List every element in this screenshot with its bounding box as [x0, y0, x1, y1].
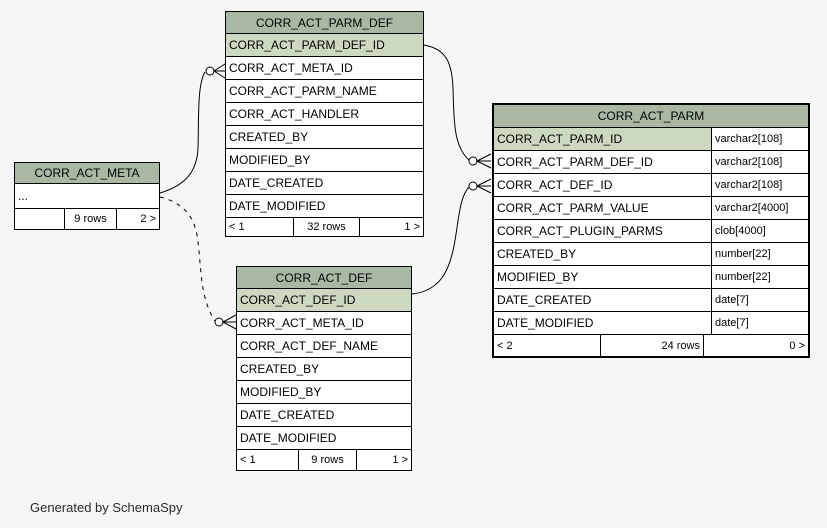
table-row: DATE_CREATED date[7]	[494, 289, 808, 312]
crowfoot-icon	[222, 314, 237, 330]
column-name: CORR_ACT_PARM_VALUE	[497, 201, 649, 215]
child-count: 1 >	[356, 450, 411, 470]
table-header-corr-act-parm[interactable]: CORR_ACT_PARM	[494, 105, 808, 128]
zero-circle-icon	[468, 156, 478, 166]
column-name: MODIFIED_BY	[497, 270, 579, 284]
column-name: CORR_ACT_DEF_ID	[497, 178, 613, 192]
table-row: CORR_ACT_PARM_VALUE varchar2[4000]	[494, 197, 808, 220]
table-row: CORR_ACT_PLUGIN_PARMS clob[4000]	[494, 220, 808, 243]
column-type: date[7]	[711, 312, 808, 334]
crowfoot-icon	[476, 178, 492, 194]
column-type: number[22]	[711, 266, 808, 288]
table-row: CREATED_BY	[226, 126, 423, 149]
column-type: varchar2[108]	[711, 151, 808, 173]
zero-circle-icon	[468, 181, 478, 191]
row-count: 9 rows	[64, 209, 116, 229]
table-row: DATE_MODIFIED	[237, 427, 411, 450]
column-type: varchar2[108]	[711, 128, 808, 150]
column-name: DATE_CREATED	[497, 293, 592, 307]
relationship-line-dashed	[159, 196, 216, 322]
generated-by-credit: Generated by SchemaSpy	[30, 500, 183, 515]
row-count: 24 rows	[600, 335, 703, 356]
zero-circle-icon	[214, 317, 224, 327]
row-count: 9 rows	[298, 450, 356, 470]
parent-count: < 1	[240, 454, 256, 466]
table-footer: 9 rows 2 >	[15, 209, 159, 229]
column-name: DATE_MODIFIED	[497, 316, 594, 330]
row-count: 32 rows	[293, 218, 359, 236]
table-row: DATE_MODIFIED date[7]	[494, 312, 808, 335]
column-name: CORR_ACT_META_ID	[229, 61, 353, 75]
table-footer: < 1 9 rows 1 >	[237, 450, 411, 470]
table-row: CORR_ACT_META_ID	[237, 312, 411, 335]
table-row: DATE_CREATED	[237, 404, 411, 427]
zero-circle-icon	[205, 66, 215, 76]
relationship-line	[159, 71, 206, 194]
relationship-meta-to-parmdef	[159, 63, 226, 194]
table-header-corr-act-parm-def[interactable]: CORR_ACT_PARM_DEF	[226, 12, 423, 34]
table-corr-act-meta[interactable]: CORR_ACT_META ... 9 rows 2 >	[14, 162, 160, 230]
column-name: CORR_ACT_PARM_ID	[494, 128, 711, 150]
child-count: 2 >	[116, 209, 159, 229]
crowfoot-icon	[476, 153, 492, 169]
column-type: number[22]	[711, 243, 808, 265]
column-type: clob[4000]	[711, 220, 808, 242]
column-name: CORR_ACT_META_ID	[240, 316, 364, 330]
relationship-line	[423, 44, 470, 161]
column-name: DATE_CREATED	[229, 176, 324, 190]
table-header-corr-act-def[interactable]: CORR_ACT_DEF	[237, 267, 411, 289]
table-footer: < 1 32 rows 1 >	[226, 218, 423, 236]
table-row: CREATED_BY number[22]	[494, 243, 808, 266]
table-row: CREATED_BY	[237, 358, 411, 381]
column-name: CORR_ACT_PLUGIN_PARMS	[497, 224, 663, 238]
table-row: ...	[15, 184, 159, 209]
column-name: CREATED_BY	[497, 247, 577, 261]
table-header-corr-act-meta[interactable]: CORR_ACT_META	[15, 163, 159, 184]
table-row: DATE_MODIFIED	[226, 195, 423, 218]
table-corr-act-parm-def[interactable]: CORR_ACT_PARM_DEF CORR_ACT_PARM_DEF_ID C…	[225, 11, 424, 237]
table-row: CORR_ACT_PARM_DEF_ID varchar2[108]	[494, 151, 808, 174]
table-row: DATE_CREATED	[226, 172, 423, 195]
column-name: MODIFIED_BY	[240, 385, 322, 399]
parent-count	[15, 209, 64, 229]
table-row: CORR_ACT_DEF_NAME	[237, 335, 411, 358]
column-name: CREATED_BY	[229, 130, 309, 144]
table-row-primary-key: CORR_ACT_PARM_DEF_ID	[226, 34, 423, 57]
column-name: CORR_ACT_DEF_ID	[240, 293, 356, 307]
table-corr-act-def[interactable]: CORR_ACT_DEF CORR_ACT_DEF_ID CORR_ACT_ME…	[236, 266, 412, 471]
table-row: CORR_ACT_META_ID	[226, 57, 423, 80]
column-name: CORR_ACT_DEF_NAME	[240, 339, 379, 353]
table-row-primary-key: CORR_ACT_DEF_ID	[237, 289, 411, 312]
parent-count: < 2	[497, 339, 513, 352]
column-name: DATE_MODIFIED	[229, 199, 326, 213]
table-row: CORR_ACT_DEF_ID varchar2[108]	[494, 174, 808, 197]
table-row: CORR_ACT_PARM_NAME	[226, 80, 423, 103]
table-row-primary-key: CORR_ACT_PARM_ID varchar2[108]	[494, 128, 808, 151]
table-row: MODIFIED_BY	[237, 381, 411, 404]
table-row: MODIFIED_BY	[226, 149, 423, 172]
table-footer: < 2 24 rows 0 >	[494, 335, 808, 356]
column-name: CORR_ACT_PARM_DEF_ID	[229, 38, 385, 52]
crowfoot-icon	[213, 63, 226, 79]
column-name: CORR_ACT_PARM_NAME	[229, 84, 377, 98]
table-row: MODIFIED_BY number[22]	[494, 266, 808, 289]
parent-count: < 1	[229, 221, 245, 233]
table-corr-act-parm[interactable]: CORR_ACT_PARM CORR_ACT_PARM_ID varchar2[…	[492, 103, 810, 358]
column-type: varchar2[108]	[711, 174, 808, 196]
column-name: CORR_ACT_HANDLER	[229, 107, 360, 121]
table-row: CORR_ACT_HANDLER	[226, 103, 423, 126]
column-name: DATE_CREATED	[240, 408, 335, 422]
relationship-parmdef-to-parm	[423, 44, 492, 169]
column-name: MODIFIED_BY	[229, 153, 311, 167]
column-ellipsis: ...	[18, 189, 29, 203]
column-type: varchar2[4000]	[711, 197, 808, 219]
child-count: 1 >	[359, 218, 423, 236]
column-name: CREATED_BY	[240, 362, 320, 376]
column-type: date[7]	[711, 289, 808, 311]
column-name: CORR_ACT_PARM_DEF_ID	[497, 155, 653, 169]
child-count: 0 >	[703, 335, 808, 356]
column-name: DATE_MODIFIED	[240, 431, 337, 445]
